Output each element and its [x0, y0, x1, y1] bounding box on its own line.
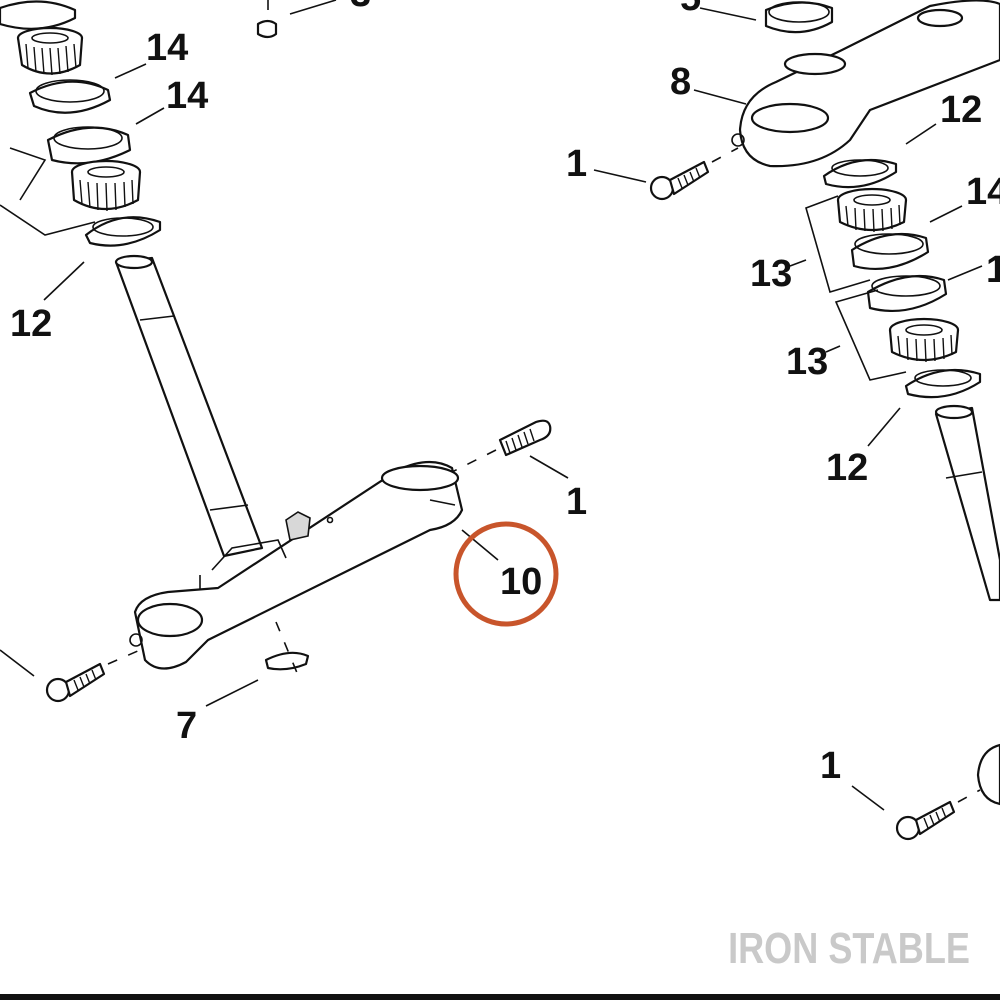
left-assembly [0, 0, 569, 707]
bearing-race-upper [28, 79, 112, 114]
bracket-13-lower [834, 289, 907, 381]
leader-5 [699, 7, 757, 21]
callout-14-right: 14 [966, 171, 1000, 213]
bearing-race-top-partial [0, 0, 77, 30]
callout-12-right-top: 12 [940, 89, 982, 131]
callout-12-left: 12 [10, 303, 52, 345]
bearing-race-right-upper [850, 232, 930, 270]
leader-1-lower-left [0, 649, 35, 677]
bearing-race-right-lower [866, 274, 948, 313]
stem-nut-top [764, 1, 834, 34]
leader-1-mid [529, 455, 569, 479]
leader-14a [114, 63, 147, 79]
leader-13a [789, 259, 807, 267]
highlight-circle [453, 521, 559, 627]
dust-seal-right-bottom [904, 368, 982, 399]
dust-seal-left [84, 216, 162, 247]
leader-10 [461, 529, 499, 561]
callout-labels: 14 14 12 1 10 7 8 1 12 14 13 13 12 1 5 3… [10, 0, 1000, 787]
leader-1-partial-right [947, 265, 983, 281]
callout-10: 10 [500, 561, 542, 603]
bolt-bottom-right [895, 789, 981, 841]
tapered-bearing-right-upper [836, 187, 908, 233]
bolt-lower-left [45, 649, 141, 703]
steering-stem-right [934, 404, 1000, 602]
callout-1-mid: 1 [566, 481, 587, 523]
callout-14a: 14 [146, 27, 188, 69]
bracket-13-upper [805, 195, 871, 293]
leader-1-topright [593, 169, 647, 183]
callout-13b: 13 [786, 341, 828, 383]
bolt-top-right [649, 147, 739, 201]
steering-stem [114, 254, 264, 558]
leader-7 [205, 679, 259, 707]
leader-12-right-top [905, 123, 937, 145]
callout-13a: 13 [750, 253, 792, 295]
leader-14b [135, 107, 165, 125]
bolt-mid [451, 419, 552, 473]
callout-7: 7 [176, 705, 197, 747]
lower-triple-clamp [129, 460, 464, 670]
tapered-bearing-top [16, 26, 84, 76]
watermark-text: IRON STABLE [728, 924, 970, 973]
callout-12-right-bottom: 12 [826, 447, 868, 489]
partial-clamp-bottom-right [976, 743, 1000, 806]
lock-washer [264, 621, 310, 681]
bottom-border [0, 994, 1000, 1000]
callout-1-bottomright: 1 [820, 745, 841, 787]
leader-3 [289, 0, 337, 15]
bracket-left [0, 147, 96, 236]
callout-1-topright: 1 [566, 143, 587, 185]
leader-14-right [929, 205, 963, 223]
leader-12-right-bottom [867, 407, 901, 447]
leader-13b [825, 345, 841, 353]
leader-12-left [43, 261, 85, 301]
right-assembly [593, 0, 1000, 841]
small-screw-top [256, 0, 278, 39]
leader-1-bottomright [851, 785, 885, 811]
callout-3-top: 3 [350, 0, 371, 15]
upper-triple-clamp [731, 0, 1000, 168]
tapered-bearing-lower [70, 159, 142, 212]
leader-8 [693, 89, 747, 105]
dust-seal-right-top [822, 158, 898, 189]
bearing-race-lower [46, 126, 132, 165]
callout-14b: 14 [166, 75, 208, 117]
tapered-bearing-right-lower [888, 317, 960, 363]
callout-8: 8 [670, 61, 691, 103]
callout-5-top: 5 [680, 0, 701, 19]
callout-1-partial-right: 1 [986, 249, 1000, 291]
